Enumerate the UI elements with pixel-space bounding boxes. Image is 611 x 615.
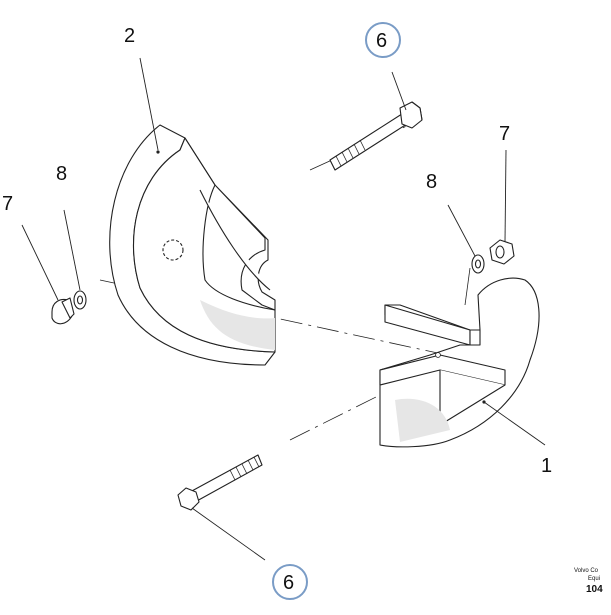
part-8-washer-left bbox=[73, 290, 87, 310]
assembly-axis-line bbox=[99, 279, 471, 361]
leader-7-left bbox=[21, 224, 59, 301]
callout-6-bottom: 6 bbox=[283, 572, 294, 594]
callout-7-right: 7 bbox=[499, 123, 510, 145]
part-8-washer-right bbox=[471, 254, 485, 274]
part-7-cap-nut-left bbox=[51, 297, 75, 325]
part-6-bolt-top bbox=[329, 101, 423, 171]
callout-6-top: 6 bbox=[376, 30, 387, 52]
part-2-bolt-hole bbox=[162, 239, 184, 261]
corner-text-line2: Equi bbox=[588, 576, 600, 582]
callout-1: 1 bbox=[541, 455, 552, 477]
callout-6-top-ring bbox=[365, 22, 401, 58]
callout-8-right: 8 bbox=[426, 171, 437, 193]
corner-text-line1: Volvo Co bbox=[574, 568, 599, 574]
corner-text-line3: 104 bbox=[586, 584, 603, 595]
callout-7-left: 7 bbox=[2, 193, 13, 215]
part-6-bolt-bottom bbox=[177, 454, 263, 511]
part-1-bracket bbox=[379, 277, 540, 448]
part-2-guard bbox=[109, 124, 276, 366]
callout-2: 2 bbox=[124, 25, 135, 47]
callout-6-bottom-ring bbox=[272, 564, 308, 600]
leader-1 bbox=[483, 401, 546, 446]
callout-8-left: 8 bbox=[56, 163, 67, 185]
leader-6-bottom bbox=[191, 507, 266, 561]
part-7-nut-right bbox=[489, 239, 515, 265]
leader-8-right bbox=[447, 204, 476, 257]
leader-6-top bbox=[391, 71, 407, 111]
leader-7-right bbox=[504, 149, 507, 243]
upper-axis-line bbox=[309, 119, 421, 171]
leader-2 bbox=[139, 57, 159, 151]
leader-8-left bbox=[63, 209, 81, 291]
